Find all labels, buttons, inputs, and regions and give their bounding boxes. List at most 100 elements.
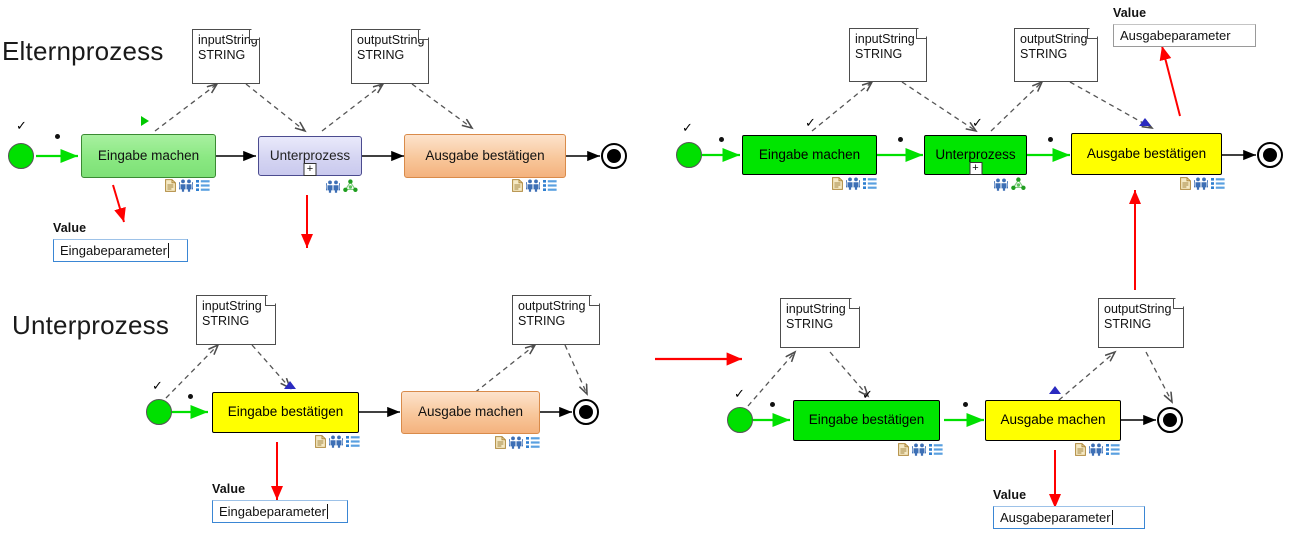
data-object-inputstring[interactable]: inputString STRING [849, 28, 927, 82]
task-icons-ausgabe-machen [495, 436, 540, 449]
collapsed-subprocess-icon[interactable]: + [969, 162, 982, 175]
end-event[interactable] [573, 399, 599, 425]
data-object-name: outputString [357, 33, 425, 47]
value-label: Value [53, 221, 87, 235]
task-ausgabe-machen[interactable]: Ausgabe machen [985, 400, 1121, 441]
resource-icon [1089, 443, 1103, 456]
data-object-type: STRING [202, 314, 250, 329]
list-icon [526, 437, 540, 448]
collapsed-subprocess-icon[interactable]: + [303, 163, 317, 176]
checkmark-marker: ✓ [152, 379, 163, 394]
value-label: Value [993, 488, 1027, 502]
start-event[interactable] [676, 142, 702, 168]
value-input[interactable]: Eingabeparameter [53, 239, 188, 262]
checkmark-marker: ✓ [16, 119, 27, 134]
resource-icon [1194, 177, 1208, 190]
end-event[interactable] [601, 143, 627, 169]
document-icon [165, 179, 176, 192]
task-eingabe-bestaetigen[interactable]: Eingabe bestätigen [793, 400, 940, 441]
document-icon [495, 436, 506, 449]
task-eingabe-machen[interactable]: Eingabe machen [742, 135, 877, 175]
token-dot-marker [188, 394, 193, 399]
task-icons-eingabe-machen [832, 177, 877, 190]
token-dot-marker [1048, 137, 1053, 142]
data-object-outputstring[interactable]: outputString STRING [1014, 28, 1098, 82]
value-text: Eingabeparameter [219, 504, 326, 519]
start-event[interactable] [8, 143, 34, 169]
data-object-inputstring[interactable]: inputString STRING [192, 29, 260, 84]
task-icons-unterprozess [994, 177, 1026, 191]
task-ausgabe-bestaetigen[interactable]: Ausgabe bestätigen [1071, 133, 1222, 175]
section-title-unterprozess: Unterprozess [12, 310, 170, 340]
data-object-type: STRING [518, 314, 566, 329]
note-fold-icon [418, 29, 429, 40]
value-input[interactable]: Ausgabeparameter [1113, 24, 1256, 47]
note-fold-icon [589, 295, 600, 306]
resource-icon [179, 179, 193, 192]
checkmark-marker: ✓ [682, 121, 693, 136]
task-icons-eingabe-bestaetigen [898, 443, 943, 456]
task-icons-eingabe-machen [165, 179, 210, 192]
checkmark-marker: ✓ [734, 387, 745, 402]
document-icon [315, 435, 326, 448]
text-caret [326, 504, 328, 519]
start-event[interactable] [146, 399, 172, 425]
value-input[interactable]: Eingabeparameter [212, 500, 348, 523]
task-label: Eingabe machen [758, 146, 861, 162]
data-associations-eltern-before [154, 84, 472, 131]
data-object-name: inputString [202, 299, 262, 313]
note-fold-icon [249, 29, 260, 40]
task-eingabe-bestaetigen[interactable]: Eingabe bestätigen [212, 392, 359, 433]
task-icons-ausgabe-machen [1075, 443, 1120, 456]
text-caret [1111, 510, 1113, 525]
task-unterprozess[interactable]: Unterprozess + [258, 136, 362, 176]
list-icon [1106, 444, 1120, 455]
list-icon [346, 436, 360, 447]
value-input[interactable]: Ausgabeparameter [993, 506, 1145, 529]
checkmark-marker: ✓ [972, 116, 983, 131]
data-object-outputstring[interactable]: outputString STRING [351, 29, 429, 84]
blue-triangle-marker [284, 381, 296, 389]
data-object-name: inputString [198, 33, 258, 47]
value-property-unter-before: Value Eingabeparameter [212, 482, 348, 523]
data-object-name: outputString [1104, 302, 1172, 316]
task-label: Eingabe bestätigen [808, 412, 925, 428]
checkmark-marker: ✓ [862, 388, 873, 403]
data-object-inputstring[interactable]: inputString STRING [780, 298, 860, 348]
data-object-name: inputString [786, 302, 846, 316]
data-object-type: STRING [357, 48, 405, 63]
deployment-icon [1011, 177, 1026, 190]
data-object-type: STRING [1104, 317, 1152, 332]
note-fold-icon [265, 295, 276, 306]
value-text: Ausgabeparameter [1000, 510, 1111, 525]
end-event[interactable] [1257, 142, 1283, 168]
section-title-elternprozess: Elternprozess [2, 36, 164, 66]
token-dot-marker [719, 137, 724, 142]
task-label: Eingabe machen [97, 147, 200, 163]
resource-icon [329, 435, 343, 448]
data-object-inputstring[interactable]: inputString STRING [196, 295, 276, 345]
resource-icon [326, 180, 340, 193]
resource-icon [526, 179, 540, 192]
task-unterprozess[interactable]: Unterprozess + [924, 135, 1027, 175]
token-dot-marker [963, 402, 968, 407]
task-label: Ausgabe machen [417, 404, 524, 420]
list-icon [863, 178, 877, 189]
data-object-outputstring[interactable]: outputString STRING [512, 295, 600, 345]
data-object-name: inputString [855, 32, 915, 46]
resource-icon [994, 178, 1008, 191]
end-event[interactable] [1157, 407, 1183, 433]
start-event[interactable] [727, 407, 753, 433]
data-object-type: STRING [1020, 47, 1068, 62]
list-icon [929, 444, 943, 455]
document-icon [1075, 443, 1086, 456]
task-ausgabe-machen[interactable]: Ausgabe machen [401, 391, 540, 434]
value-property-unter-after: Value Ausgabeparameter [993, 488, 1145, 529]
task-eingabe-machen[interactable]: Eingabe machen [81, 134, 216, 178]
task-label: Ausgabe bestätigen [1086, 145, 1207, 161]
list-icon [196, 180, 210, 191]
task-ausgabe-bestaetigen[interactable]: Ausgabe bestätigen [404, 134, 566, 178]
data-object-outputstring[interactable]: outputString STRING [1098, 298, 1184, 348]
task-icons-ausgabe-bestaetigen [1180, 177, 1225, 190]
